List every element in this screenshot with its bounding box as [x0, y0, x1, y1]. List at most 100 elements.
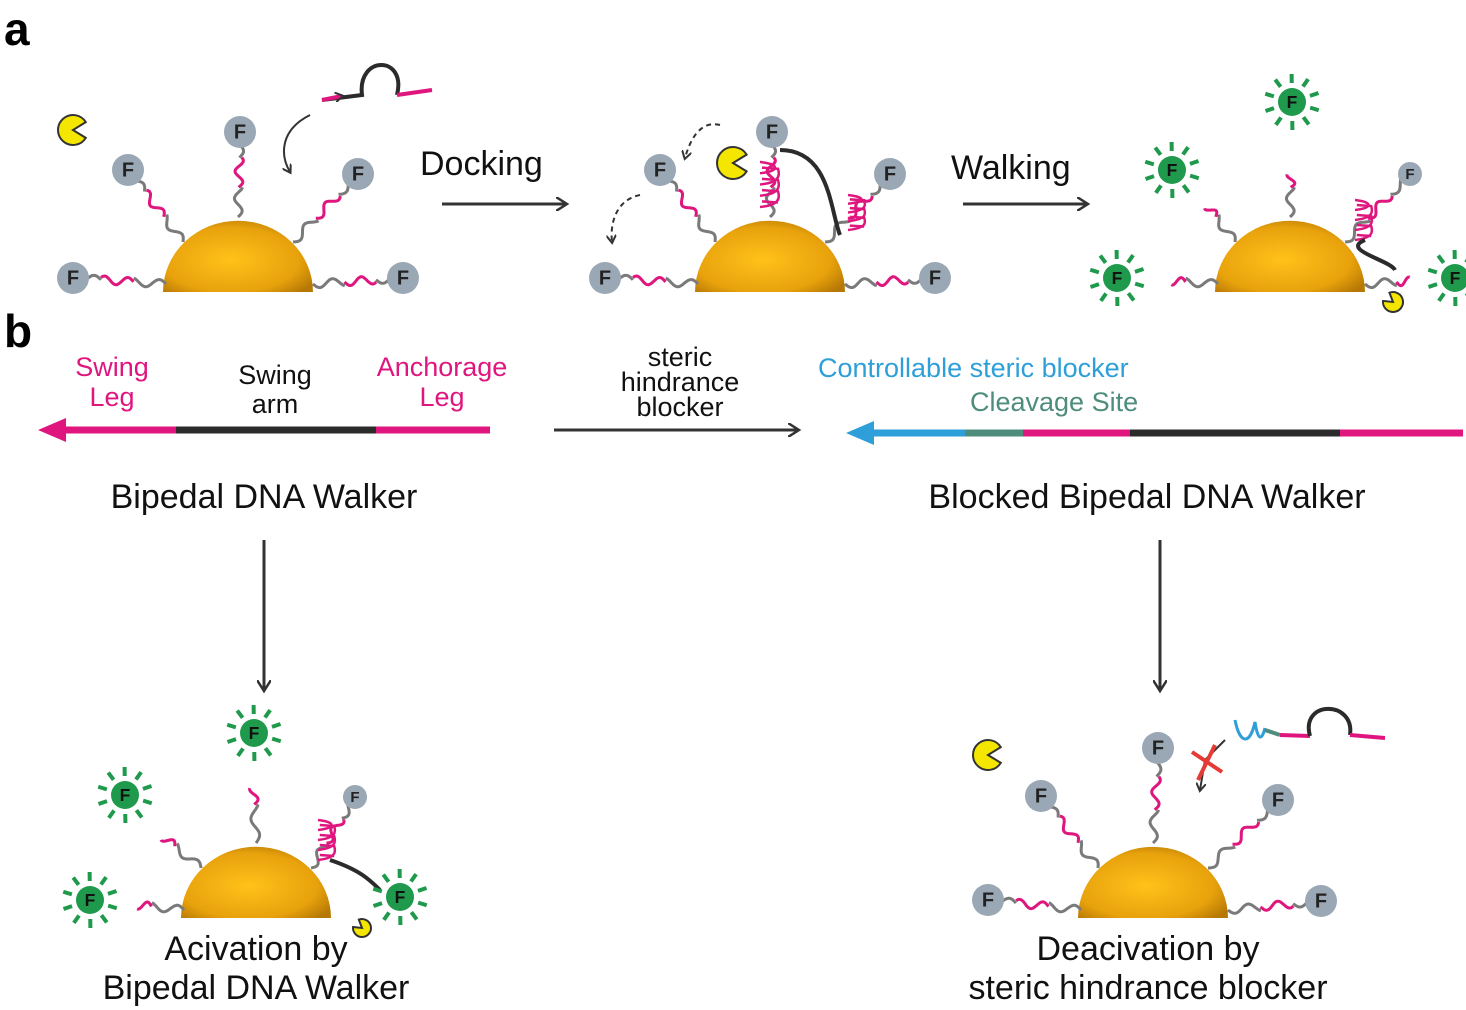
strand-arrowhead	[846, 421, 874, 445]
fluor-ray	[382, 911, 391, 922]
probe-recognition-segment	[343, 275, 378, 287]
probe-linker	[292, 219, 320, 244]
probe-stump	[1284, 186, 1296, 219]
fluor-ray	[236, 747, 245, 758]
walking-label: Walking	[951, 149, 1071, 187]
blocker-arrow-label-3: blocker	[636, 392, 724, 422]
probe-stump-segment	[1395, 275, 1411, 288]
fluor-ray	[99, 914, 109, 924]
swing-arm-label-2: arm	[251, 389, 299, 419]
fluor-ray	[417, 886, 428, 893]
fluorophore-letter: F	[397, 268, 409, 290]
fluor-ray	[62, 889, 73, 897]
probe-stump	[1185, 276, 1220, 289]
quenched-fluorophore	[1398, 162, 1422, 186]
quenched-fluorophore	[1262, 784, 1294, 816]
probe-linker	[232, 186, 244, 219]
fluor-ray	[107, 809, 116, 820]
activation-label-2: Bipedal DNA Walker	[102, 969, 410, 1007]
active-fluorophore	[76, 886, 104, 914]
active-fluorophore	[1158, 156, 1186, 184]
probe-stump	[1217, 214, 1237, 243]
probe-stump	[151, 901, 186, 914]
gold-nanoparticle	[163, 220, 313, 292]
fluorophore-letter: F	[67, 268, 79, 290]
dashed-arrow	[685, 123, 721, 158]
strand-arrowhead	[38, 418, 66, 442]
gold-nanoparticle	[1215, 220, 1365, 292]
fluor-ray	[1089, 282, 1100, 289]
probe-linker	[844, 277, 878, 290]
fluor-ray	[62, 904, 73, 911]
fluor-ray	[1099, 292, 1108, 303]
fluor-ray	[107, 903, 118, 911]
quenched-fluorophore	[919, 262, 951, 294]
block-cross	[1196, 744, 1217, 781]
duplex-helix	[759, 160, 781, 209]
fluor-ray	[1126, 253, 1135, 264]
fluor-ray	[142, 798, 153, 806]
probe-linker	[665, 276, 700, 289]
fluor-ray	[134, 770, 143, 781]
fluorophore-letter: F	[1287, 92, 1298, 112]
quenched-fluorophore	[874, 158, 906, 190]
fluorophore-letter: F	[249, 723, 260, 743]
nicking-enzyme-icon	[716, 146, 749, 180]
fluor-ray	[381, 873, 391, 883]
quenched-fluorophore	[756, 116, 788, 148]
fluor-ray	[1153, 146, 1163, 156]
fluorophore-letter: F	[1035, 786, 1047, 808]
probe-stump	[249, 803, 262, 844]
fluor-ray	[1144, 174, 1155, 181]
fluorophore-letter: F	[122, 160, 134, 182]
quenched-fluorophore	[589, 262, 621, 294]
panel-label-b: b	[4, 305, 33, 357]
active-fluorophore	[1278, 88, 1306, 116]
probe-linker	[1344, 219, 1372, 244]
fluorophore-letter: F	[929, 268, 941, 290]
fluor-ray	[1427, 267, 1438, 275]
walker-arm	[1356, 238, 1397, 272]
quenched-fluorophore	[644, 154, 676, 186]
nicking-enzyme-icon	[57, 114, 88, 146]
anchorage-leg-label-1: Anchorage	[376, 352, 508, 382]
probe-stump-segment	[136, 900, 153, 911]
duplex-helix	[1354, 198, 1374, 242]
fluorophore-letter: F	[599, 268, 611, 290]
gold-nanoparticle	[695, 220, 845, 292]
fluor-ray	[1436, 254, 1446, 264]
fluorophore-letter: F	[85, 890, 96, 910]
fluor-ray	[271, 736, 282, 744]
fluor-ray	[1273, 78, 1283, 88]
probe-linker	[1208, 845, 1236, 870]
fluor-ray	[1181, 145, 1190, 156]
fluor-ray	[226, 737, 237, 744]
swing-leg-segment	[1279, 733, 1311, 738]
fluor-ray	[1274, 116, 1283, 127]
probe-linker	[1148, 809, 1160, 845]
fluorophore-letter: F	[234, 122, 246, 144]
walker-arrowhead	[321, 96, 342, 100]
probe-stump-segment	[159, 838, 177, 847]
probe-recognition-segment	[875, 275, 910, 287]
quenched-fluorophore	[972, 884, 1004, 916]
quenched-fluorophore	[1305, 885, 1337, 917]
probe-linker	[1079, 839, 1100, 869]
probe-recognition-segment	[326, 819, 346, 845]
fluor-ray	[142, 784, 153, 791]
nicking-enzyme-icon	[972, 739, 1003, 771]
probe-recognition-segment	[1150, 775, 1162, 811]
probe-stump	[1364, 277, 1398, 290]
fluorophore-letter: F	[884, 164, 896, 186]
active-fluorophore	[111, 781, 139, 809]
active-fluorophore	[386, 883, 414, 911]
fluor-ray	[99, 875, 108, 886]
fluor-ray	[235, 709, 245, 719]
fluorophore-letter: F	[1272, 790, 1284, 812]
probe-stump-segment	[1203, 207, 1219, 218]
probe-stump-segment	[1285, 173, 1297, 189]
probe-linker	[1227, 902, 1262, 915]
duplex-helix	[317, 818, 337, 862]
